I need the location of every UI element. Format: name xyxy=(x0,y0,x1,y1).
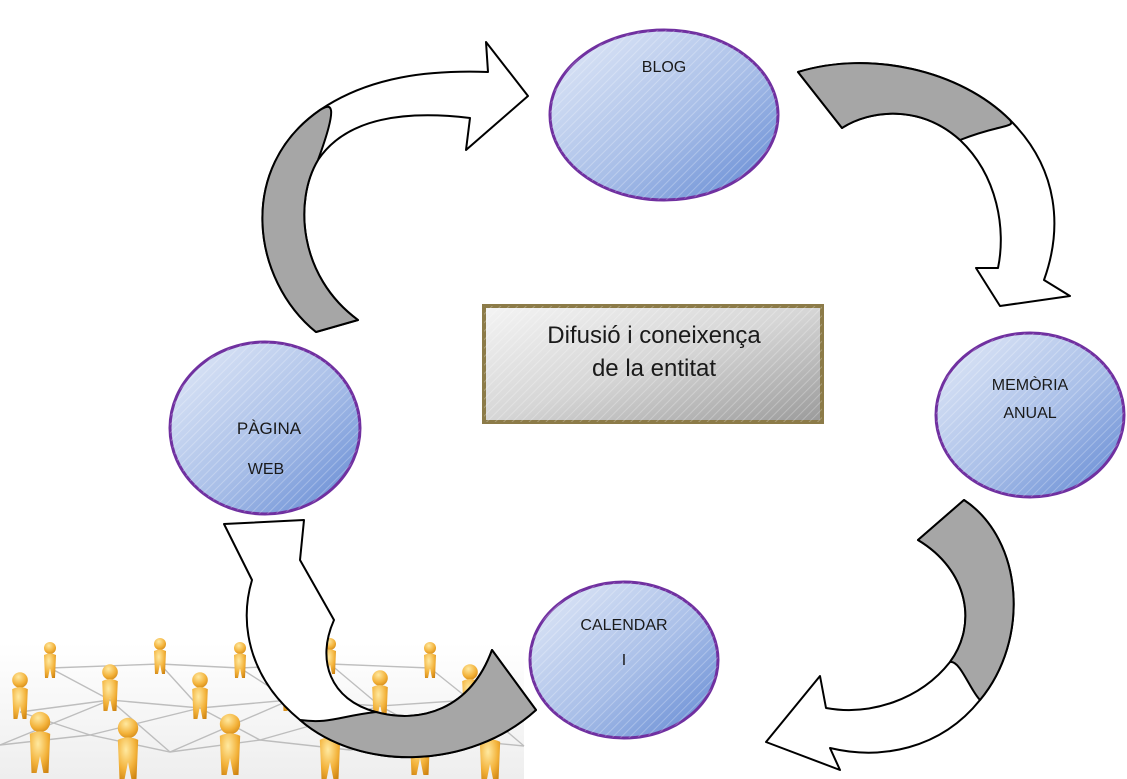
node-pagina-web-label-line2: WEB xyxy=(248,461,284,478)
center-title-line1: Difusió i coneixença xyxy=(547,322,761,349)
center-title-line2: de la entitat xyxy=(592,355,716,382)
arrow-calendari-to-web-shade xyxy=(299,649,537,759)
node-calendari-label-line1: CALENDAR xyxy=(580,617,667,634)
node-memoria-label-line2: ANUAL xyxy=(1003,405,1056,422)
center-box: Difusió i coneixença de la entitat xyxy=(482,304,824,424)
node-pagina-web: PÀGINA WEB xyxy=(168,340,362,516)
node-memoria-anual: MEMÒRIA ANUAL xyxy=(934,331,1126,499)
node-blog-label: BLOG xyxy=(642,59,686,76)
node-blog: BLOG xyxy=(548,28,780,202)
node-memoria-label-line1: MEMÒRIA xyxy=(992,375,1069,394)
arrow-web-to-blog-shade xyxy=(261,105,359,333)
node-pagina-web-label-line1: PÀGINA xyxy=(237,419,302,438)
arrow-memoria-to-calendari-shade xyxy=(917,499,1015,701)
arrow-blog-to-memoria-shade xyxy=(797,62,1013,141)
node-calendari-label-line2: I xyxy=(622,652,626,669)
node-calendari: CALENDAR I xyxy=(528,580,720,740)
